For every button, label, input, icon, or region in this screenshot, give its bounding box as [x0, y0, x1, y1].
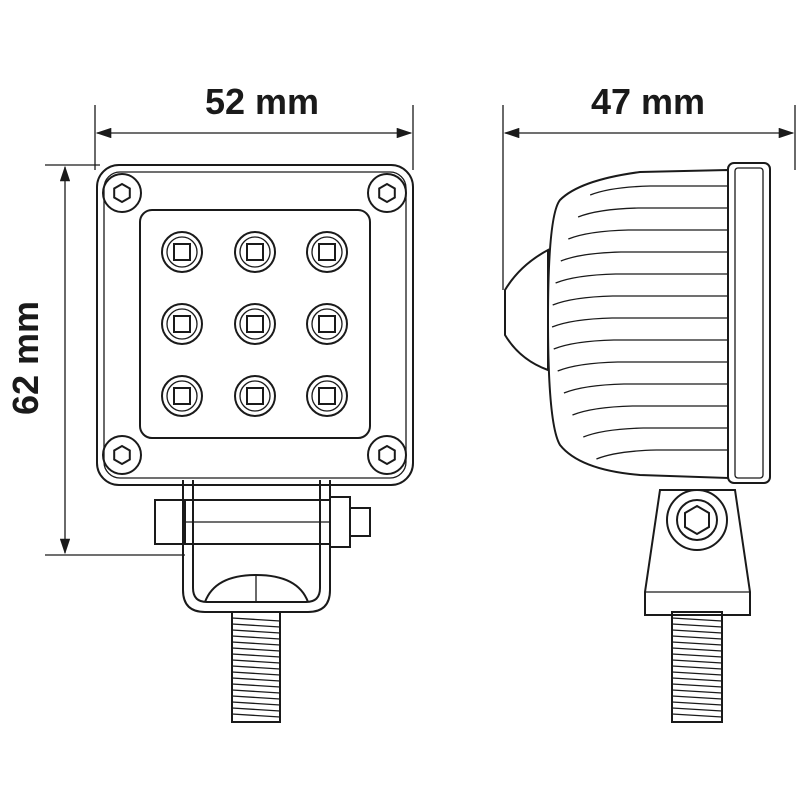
led-icon [234, 375, 276, 417]
depth-label: 47 mm [591, 81, 705, 122]
screw-icon [367, 435, 407, 475]
lens-panel [139, 209, 371, 439]
screw-icon [102, 173, 142, 213]
cooling-fin [563, 383, 728, 394]
screw-icon [367, 173, 407, 213]
mounting-bracket [154, 480, 371, 613]
cooling-fin [596, 449, 728, 460]
led-icon [161, 375, 203, 417]
hex-bolt-icon [684, 504, 710, 536]
width-label: 52 mm [205, 81, 319, 122]
led-icon [306, 303, 348, 345]
led-icon [306, 375, 348, 417]
side-mount [644, 489, 751, 616]
cooling-fin [560, 251, 728, 262]
rear-cap [504, 248, 549, 372]
side-view [504, 162, 771, 723]
screw-icon [102, 435, 142, 475]
cooling-fin [552, 295, 728, 306]
width-dimension: 52 mm [94, 81, 414, 170]
height-label: 62 mm [5, 301, 46, 415]
threaded-stud-front [231, 611, 281, 723]
finned-body [546, 168, 729, 480]
cooling-fin [589, 185, 728, 196]
front-view [96, 164, 414, 723]
led-icon [306, 231, 348, 273]
threaded-stud-side [671, 611, 723, 723]
cooling-fin [555, 273, 728, 284]
led-icon [234, 231, 276, 273]
housing-front [96, 164, 414, 486]
cooling-fin [583, 427, 728, 438]
led-icon [234, 303, 276, 345]
led-icon [161, 231, 203, 273]
front-rim [727, 162, 771, 484]
cooling-fin [551, 317, 728, 328]
cooling-fin [572, 405, 728, 416]
height-dimension: 62 mm [5, 164, 185, 556]
cooling-fin [568, 229, 728, 240]
depth-dimension: 47 mm [502, 81, 796, 290]
cooling-fin [577, 207, 728, 218]
cooling-fin [553, 339, 728, 350]
led-icon [161, 303, 203, 345]
cooling-fin [557, 361, 728, 372]
